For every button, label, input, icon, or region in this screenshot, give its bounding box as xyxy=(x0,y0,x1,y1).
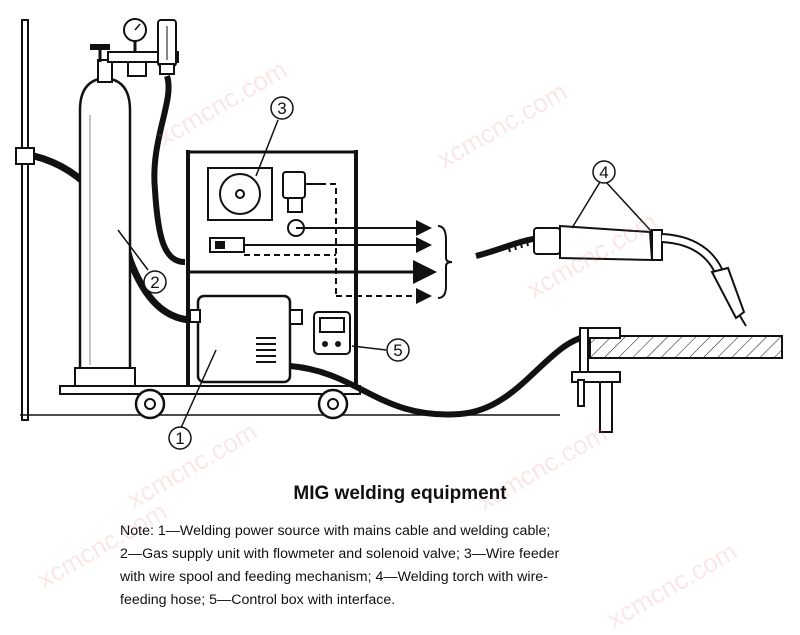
trolley-wheels xyxy=(134,388,349,420)
callout-3: 3 xyxy=(270,96,294,120)
caption-line: 2—Gas supply unit with flowmeter and sol… xyxy=(120,546,560,562)
workpiece-clamp xyxy=(571,327,783,433)
control-box xyxy=(313,311,351,355)
gas-hose xyxy=(151,75,186,265)
callout-3-label: 3 xyxy=(277,99,286,118)
diagram-title: MIG welding equipment xyxy=(293,483,507,504)
wire-feeder xyxy=(207,167,320,253)
caption-line: with wire spool and feeding mechanism; 4… xyxy=(120,569,548,585)
callout-2: 2 xyxy=(143,270,167,294)
welding-cable xyxy=(289,333,591,418)
gas-cylinder xyxy=(74,59,136,387)
callout-5-label: 5 xyxy=(393,341,402,360)
diagram-caption: Note: 1—Welding power source with mains … xyxy=(120,520,690,612)
power-source xyxy=(189,294,303,384)
callout-4: 4 xyxy=(592,160,616,184)
control-lines xyxy=(244,183,337,296)
callout-leaders xyxy=(117,119,653,431)
callout-1: 1 xyxy=(168,426,192,450)
connection-arrows xyxy=(196,220,453,304)
welding-torch xyxy=(475,224,747,327)
callout-4-label: 4 xyxy=(599,163,608,182)
callout-1-label: 1 xyxy=(175,429,184,448)
callout-5: 5 xyxy=(386,338,410,362)
regulator-flowmeter xyxy=(90,18,179,77)
caption-line: feeding hose; 5—Control box with interfa… xyxy=(120,592,396,608)
mig-welding-diagram: 1 2 3 4 5 xyxy=(15,18,783,450)
caption-line: Note: 1—Welding power source with mains … xyxy=(120,523,551,539)
callout-2-label: 2 xyxy=(150,273,159,292)
